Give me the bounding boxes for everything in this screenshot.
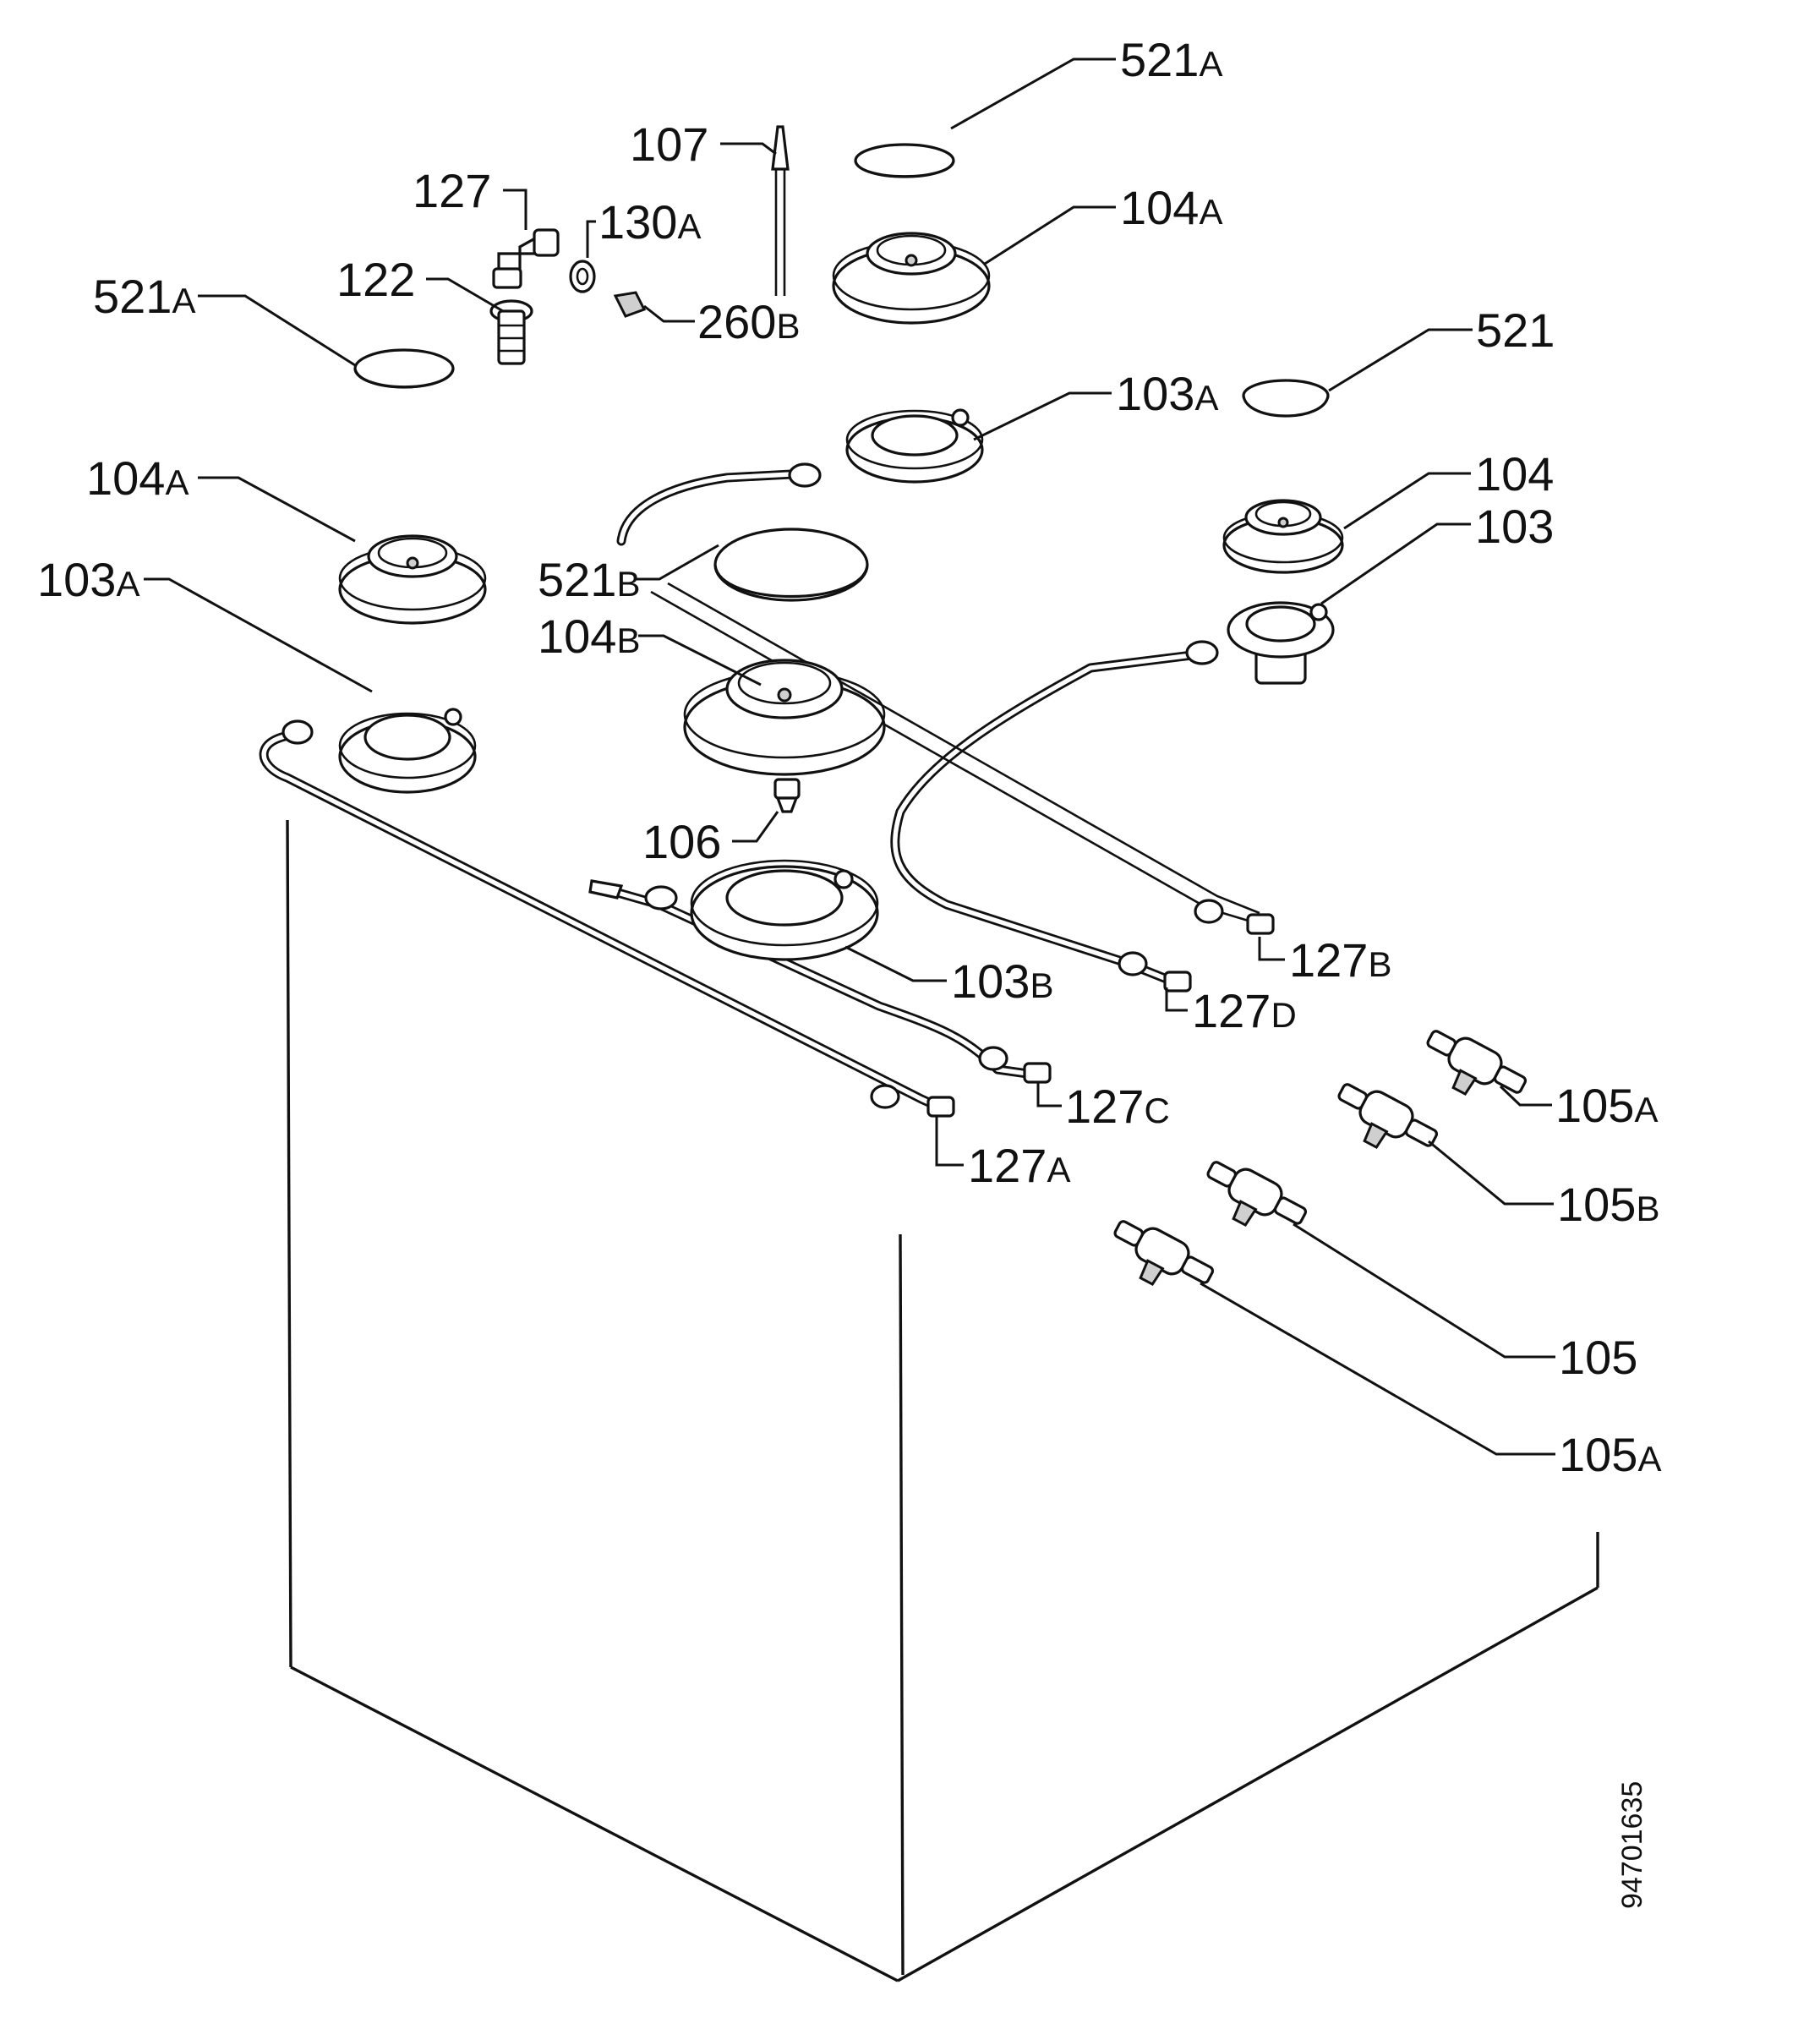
label-521: 521 bbox=[1476, 304, 1555, 357]
burner-base-103a-mid bbox=[845, 408, 984, 484]
thermocouple-107 bbox=[771, 125, 790, 296]
gas-tap-105a-bottom bbox=[1113, 1220, 1215, 1287]
label-122: 122 bbox=[336, 253, 415, 306]
label-127d: 127D bbox=[1192, 984, 1297, 1037]
burner-bases bbox=[338, 408, 1335, 961]
label-521a-left: 521A bbox=[93, 270, 195, 323]
cooker-body bbox=[286, 819, 1599, 1983]
label-127c: 127C bbox=[1065, 1080, 1170, 1133]
burner-base-103 bbox=[1227, 601, 1335, 685]
label-127b: 127B bbox=[1289, 933, 1391, 987]
gas-tap-105b bbox=[1337, 1083, 1439, 1150]
label-127a: 127A bbox=[968, 1139, 1070, 1192]
elbow-fitting-127 bbox=[492, 228, 560, 289]
seal-130a bbox=[569, 260, 596, 293]
label-103a-mid: 103A bbox=[1116, 367, 1218, 420]
label-107: 107 bbox=[630, 118, 708, 171]
connector-122 bbox=[489, 299, 533, 365]
injector-106 bbox=[773, 778, 801, 813]
label-130a: 130A bbox=[598, 195, 701, 249]
burner-cap-521 bbox=[1242, 379, 1330, 418]
flame-spreader-104b bbox=[683, 659, 886, 776]
label-106: 106 bbox=[642, 815, 721, 868]
gas-taps bbox=[1113, 1030, 1528, 1287]
document-number: 94701635 bbox=[1616, 1781, 1648, 1909]
label-103a-left: 103A bbox=[37, 553, 139, 606]
label-104: 104 bbox=[1475, 447, 1554, 500]
clip-260b bbox=[613, 291, 647, 318]
flame-spreader-104a-left bbox=[338, 534, 487, 625]
burner-base-103a-left bbox=[338, 708, 477, 794]
burner-cap-521b bbox=[713, 528, 869, 602]
gas-tap-105 bbox=[1206, 1161, 1308, 1228]
label-103b: 103B bbox=[951, 954, 1053, 1008]
burner-caps bbox=[353, 143, 1330, 602]
callout-labels: 521A 107 127 130A 104A 122 521A 260B 521… bbox=[37, 33, 1661, 1481]
label-127: 127 bbox=[413, 164, 491, 217]
label-521a-top: 521A bbox=[1120, 33, 1222, 86]
burner-base-103b bbox=[690, 859, 879, 961]
label-104a-left: 104A bbox=[86, 451, 189, 505]
label-104a-top: 104A bbox=[1120, 181, 1222, 234]
flame-spreader-104 bbox=[1222, 499, 1344, 574]
flame-spreader-104a-top bbox=[832, 232, 991, 325]
label-105a-top: 105A bbox=[1555, 1079, 1658, 1132]
gas-tap-105a-top bbox=[1426, 1030, 1528, 1097]
label-105: 105 bbox=[1559, 1331, 1637, 1384]
label-105a-bottom: 105A bbox=[1559, 1428, 1661, 1481]
burner-cap-521a-left bbox=[353, 348, 455, 389]
leader-lines bbox=[144, 57, 1555, 1456]
small-parts bbox=[489, 125, 801, 813]
label-105b: 105B bbox=[1557, 1178, 1659, 1231]
label-104b: 104B bbox=[538, 610, 640, 663]
flame-spreaders bbox=[338, 232, 1344, 776]
burner-cap-521a-top bbox=[854, 143, 955, 178]
label-103: 103 bbox=[1475, 500, 1554, 553]
label-521b: 521B bbox=[538, 553, 640, 606]
label-260b: 260B bbox=[697, 295, 800, 348]
